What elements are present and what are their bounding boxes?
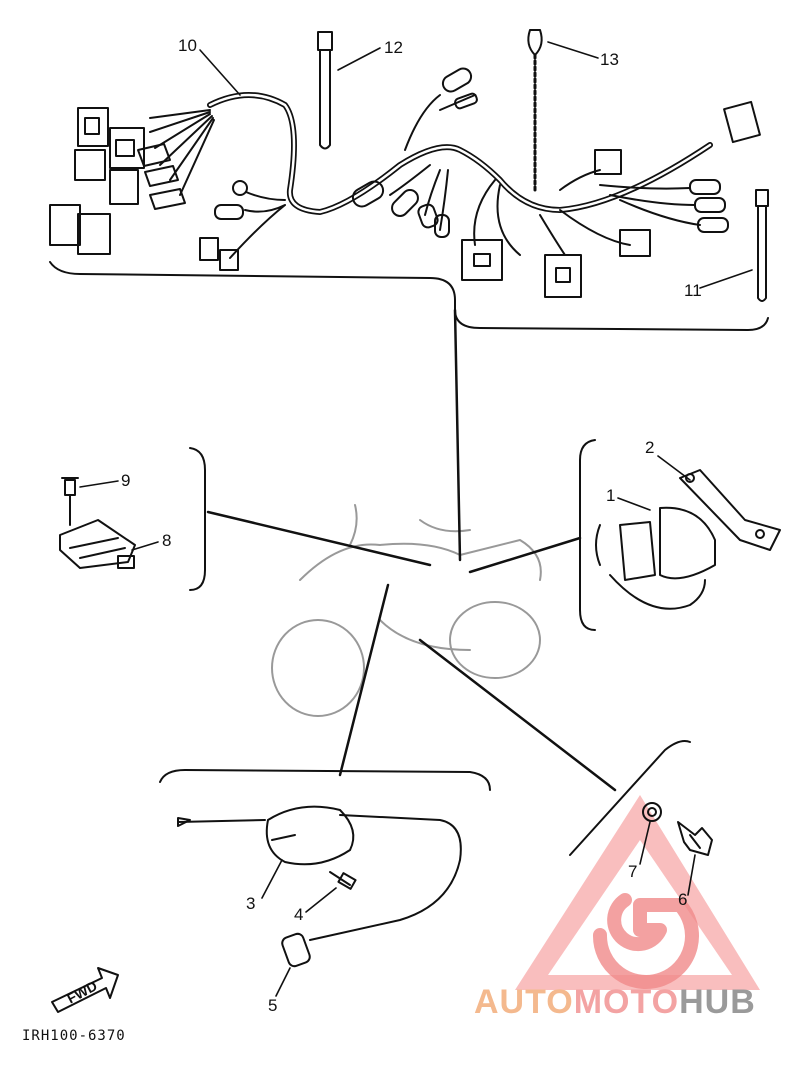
callout-3: 3 <box>246 894 256 913</box>
callout-5: 5 <box>268 996 278 1015</box>
callout-6: 6 <box>678 890 688 909</box>
rectifier-group <box>59 447 206 591</box>
watermark-hub: HUB <box>679 983 756 1021</box>
callout-1: 1 <box>606 486 616 505</box>
callout-leaders <box>79 41 753 997</box>
callout-11: 11 <box>684 281 702 300</box>
callout-13: 13 <box>600 50 619 69</box>
motorcycle-outline <box>271 504 542 717</box>
bolt-group <box>569 740 713 856</box>
callout-8: 8 <box>162 531 172 550</box>
diagram-code: IRH100-6370 <box>22 1028 126 1044</box>
watermark-auto: AUTO <box>474 983 574 1021</box>
callout-9: 9 <box>121 471 131 490</box>
wire-harness-group <box>49 29 769 331</box>
fwd-arrow <box>51 967 119 1013</box>
callout-7: 7 <box>628 862 638 881</box>
callout-12: 12 <box>384 38 403 57</box>
cdi-unit-group <box>159 769 491 968</box>
watermark-moto: MOTO <box>573 983 680 1021</box>
callout-2: 2 <box>645 438 655 457</box>
watermark-text: AUTOMOTOHUB <box>474 983 756 1022</box>
ignition-coil-group <box>579 439 781 631</box>
leader-lines <box>206 308 617 792</box>
callout-4: 4 <box>294 905 304 924</box>
watermark-logo <box>515 795 760 990</box>
callout-10: 10 <box>178 36 197 55</box>
